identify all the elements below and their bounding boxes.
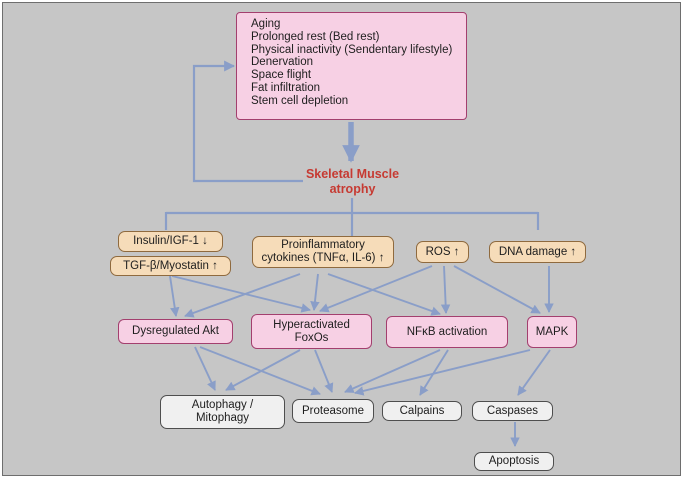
mapk-label: MAPK (535, 325, 569, 338)
arrow-ros-mapk (453, 265, 541, 314)
dna-label: DNA damage ↑ (498, 245, 577, 258)
arrow-cytokines-nfkb (327, 273, 441, 316)
arrow-ros-nfkb (440, 265, 451, 314)
caspases-box: Caspases (472, 401, 553, 421)
cause-item: Stem cell depletion (251, 94, 349, 107)
title-line-2: atrophy (329, 181, 376, 196)
arrow-insulin-akt (169, 275, 180, 317)
nfkb-box: NFκB activation (386, 316, 508, 348)
dna-damage-box: DNA damage ↑ (489, 241, 586, 263)
arrow-cytokines-akt (184, 273, 301, 318)
cytokines-box: Proinflammatory cytokines (TNFα, IL-6) ↑ (252, 236, 394, 268)
insulin-label: Insulin/IGF-1 ↓ (133, 235, 208, 247)
cause-item: Physical inactivity (Sendentary lifestyl… (251, 43, 453, 56)
causes-box: Aging Prolonged rest (Bed rest) Physical… (236, 12, 467, 120)
arrow-cytokines-foxo (310, 273, 320, 311)
tgf-label: TGF-β/Myostatin ↑ (123, 259, 218, 272)
ros-label: ROS ↑ (425, 245, 460, 258)
title-line-1: Skeletal Muscle (305, 167, 400, 181)
cytokines-line-1: Proinflammatory (281, 239, 365, 251)
insulin-igf1-box: Insulin/IGF-1 ↓ (118, 231, 223, 252)
proteasome-label: Proteasome (301, 404, 364, 417)
cytokines-line-2: cytokines (TNFα, IL-6) ↑ (261, 252, 385, 264)
nfkb-label: NFκB activation (406, 325, 488, 338)
feedback-arrow (192, 60, 303, 183)
autophagy-line-1: Autophagy / (191, 399, 254, 411)
autophagy-line-2: Mitophagy (195, 412, 250, 424)
mapk-box: MAPK (527, 316, 577, 348)
caspases-label: Caspases (486, 404, 539, 417)
cause-item: Prolonged rest (Bed rest) (251, 30, 380, 43)
arrow-foxo-autophagy (225, 349, 301, 391)
arrow-mapk-proteasome (354, 349, 531, 396)
foxo-box: Hyperactivated FoxOs (251, 314, 372, 349)
calpains-label: Calpains (399, 404, 445, 417)
arrow-nfkb-calpains (419, 349, 449, 396)
arrow-mapk-caspases (517, 349, 551, 396)
apoptosis-box: Apoptosis (474, 452, 554, 471)
cause-item: Denervation (251, 56, 314, 69)
arrow-ros-foxo (319, 265, 433, 313)
ros-box: ROS ↑ (416, 241, 469, 263)
foxo-line-2: FoxOs (294, 331, 329, 344)
autophagy-box: Autophagy / Mitophagy (160, 395, 285, 429)
cause-item: Aging (251, 18, 281, 30)
calpains-box: Calpains (382, 401, 462, 421)
arrow-akt-proteasome (199, 346, 321, 396)
apoptosis-label: Apoptosis (488, 455, 540, 467)
arrow-foxo-proteasome (314, 349, 334, 393)
arrow-nfkb-proteasome (344, 349, 441, 393)
dysregulated-akt-box: Dysregulated Akt (118, 319, 233, 344)
cause-item: Fat infiltration (251, 81, 321, 94)
arrow-akt-autophagy (194, 346, 216, 391)
cause-item: Space flight (251, 69, 312, 82)
atrophy-title: Skeletal Muscle atrophy (290, 167, 415, 196)
arrow-insulin-foxo (171, 275, 311, 313)
foxo-line-1: Hyperactivated (273, 318, 350, 331)
tgf-myostatin-box: TGF-β/Myostatin ↑ (110, 256, 231, 276)
proteasome-box: Proteasome (292, 399, 374, 423)
akt-label: Dysregulated Akt (132, 325, 219, 337)
